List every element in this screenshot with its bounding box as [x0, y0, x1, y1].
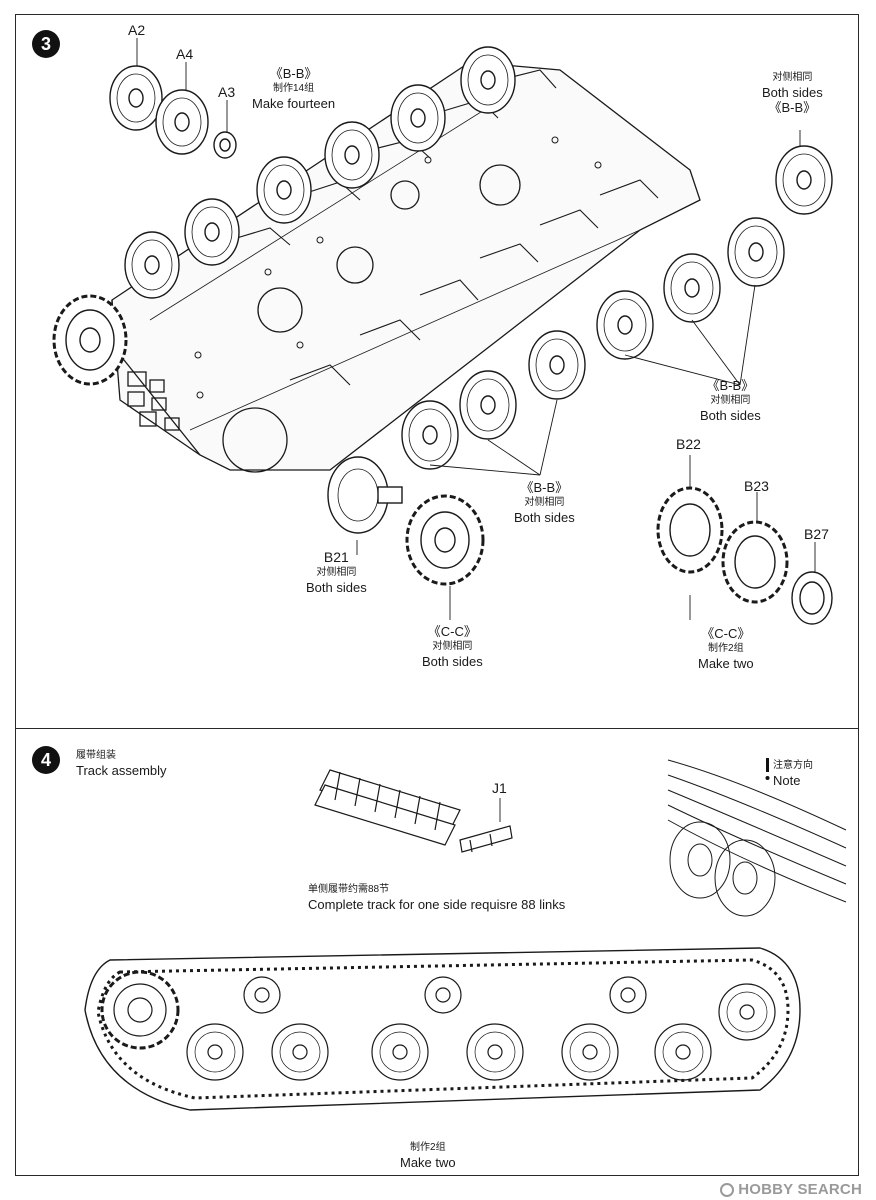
instruction-frame: [15, 14, 859, 1176]
step-4-badge: 4: [32, 746, 60, 774]
road-wheel: [596, 290, 654, 360]
part-label-a2: A2: [128, 22, 146, 38]
wheel-a2: [109, 65, 163, 131]
road-wheel: [459, 370, 517, 440]
note-bb-both-sides-center: 《B-B》 对侧相同 Both sides: [514, 480, 575, 525]
note-cc-make-two: 《C-C》 制作2组 Make two: [698, 626, 754, 671]
step-4-title: 履带组装 Track assembly: [76, 750, 167, 778]
track-link-j1: [459, 798, 513, 853]
track-link-section: [314, 769, 461, 846]
hub-b21: [327, 456, 403, 534]
track-drive-sprocket: [100, 970, 180, 1050]
sprocket-cc: [405, 494, 485, 586]
note-cc-both-sides: 《C-C》 对侧相同 Both sides: [422, 624, 483, 669]
road-wheel: [401, 400, 459, 470]
track-road-wheel: [654, 1023, 712, 1081]
track-road-wheel: [186, 1023, 244, 1081]
part-label-a3: A3: [218, 84, 236, 100]
hobby-search-logo-icon: [720, 1183, 735, 1197]
note-detail: [662, 744, 847, 925]
part-label-b27: B27: [804, 526, 829, 542]
part-label-j1: J1: [492, 780, 507, 796]
return-roller: [243, 976, 281, 1014]
hobby-search-watermark: HOBBY SEARCH: [720, 1181, 862, 1198]
return-roller: [609, 976, 647, 1014]
road-wheel: [727, 217, 785, 287]
full-track-loop: [84, 947, 801, 1111]
warning-exclamation-icon: [765, 758, 770, 780]
note-direction: 注意方向 Note: [773, 760, 813, 788]
part-label-b22: B22: [676, 436, 701, 452]
road-wheel: [324, 121, 380, 189]
track-road-wheel: [271, 1023, 329, 1081]
track-road-wheel: [466, 1023, 524, 1081]
road-wheel: [390, 84, 446, 152]
road-wheel: [460, 46, 516, 114]
note-make-two-track: 制作2组 Make two: [400, 1142, 456, 1170]
note-bb-make-fourteen: 《B-B》 制作14组 Make fourteen: [252, 66, 336, 111]
track-requirement-note: 单侧履带约需88节 Complete track for one side re…: [308, 884, 566, 912]
note-bb-both-sides-right: 《B-B》 对侧相同 Both sides: [700, 378, 761, 423]
cap-b27: [791, 571, 833, 625]
road-wheel: [775, 145, 833, 215]
part-label-b23: B23: [744, 478, 769, 494]
step-divider: [15, 728, 859, 729]
road-wheel: [256, 156, 312, 224]
track-road-wheel: [561, 1023, 619, 1081]
road-wheel: [528, 330, 586, 400]
road-wheel: [124, 231, 180, 299]
return-roller: [424, 976, 462, 1014]
track-idler-wheel: [718, 983, 776, 1041]
hubcap-a3: [213, 131, 237, 159]
sprocket-b23: [721, 520, 789, 604]
road-wheel: [184, 198, 240, 266]
step-3-badge: 3: [32, 30, 60, 58]
note-bb-both-sides-top-right: 对侧相同 Both sides 《B-B》: [762, 72, 823, 115]
note-b21: B21 对侧相同 Both sides: [306, 549, 367, 596]
drive-sprocket: [52, 294, 128, 386]
track-road-wheel: [371, 1023, 429, 1081]
road-wheel: [663, 253, 721, 323]
wheel-a4: [155, 89, 209, 155]
part-label-a4: A4: [176, 46, 194, 62]
